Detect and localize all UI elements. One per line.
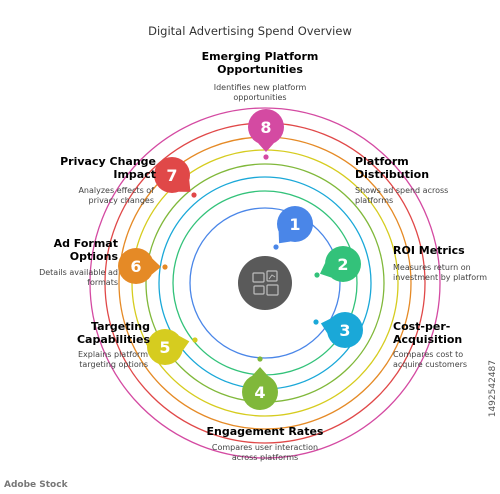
ring-8 (89, 107, 441, 459)
step-markers: 1 2 3 4 5 6 7 8 (118, 109, 363, 410)
label-roi-metrics: ROI Metrics (393, 244, 465, 257)
pointer-8 (258, 143, 274, 152)
step-marker-3: 3 (313, 312, 363, 348)
diagram-title: Digital Advertising Spend Overview (148, 24, 352, 38)
step-marker-2: 2 (314, 246, 361, 282)
badge-number-4: 4 (254, 383, 265, 402)
watermark-id: 1492542487 (488, 360, 498, 418)
step-marker-7: 7 (154, 157, 197, 198)
ring-dot-5 (192, 337, 198, 343)
badge-number-3: 3 (339, 321, 350, 340)
label-engagement-rates: Engagement Rates (206, 425, 324, 438)
stock-logo: Adobe Stock (4, 480, 68, 490)
label-cost-per-acquisition: Cost-per-Acquisition (393, 320, 463, 346)
badge-4 (242, 374, 278, 410)
badge-3 (327, 312, 363, 348)
ring-dot-8 (263, 154, 269, 160)
badge-number-7: 7 (166, 166, 177, 185)
ring-dot-2 (314, 272, 320, 278)
ring-1 (189, 207, 341, 359)
ring-dot-4 (257, 356, 263, 362)
ring-dot-7 (191, 192, 197, 198)
ring-dot-6 (162, 264, 168, 270)
badge-1 (277, 206, 313, 242)
digital-advertising-icon (238, 256, 292, 310)
badge-2 (325, 246, 361, 282)
step-marker-5: 5 (147, 329, 198, 365)
pointer-4 (252, 367, 268, 376)
step-marker-1: 1 (273, 206, 313, 250)
badge-number-2: 2 (337, 255, 348, 274)
step-marker-6: 6 (118, 248, 168, 284)
badge-8 (248, 109, 284, 145)
ring-dot-3 (313, 319, 319, 325)
ring-dot-1 (273, 244, 279, 250)
badge-number-5: 5 (159, 338, 170, 357)
step-marker-4: 4 (242, 356, 278, 410)
badge-number-6: 6 (130, 257, 141, 276)
pointer-6 (151, 258, 161, 275)
badge-number-8: 8 (260, 118, 271, 137)
badge-6 (118, 248, 154, 284)
pointer-5 (179, 335, 190, 351)
step-marker-8: 8 (248, 109, 284, 160)
badge-number-1: 1 (289, 215, 300, 234)
badge-7 (154, 157, 190, 193)
pointer-3 (320, 318, 332, 334)
badge-5 (147, 329, 183, 365)
